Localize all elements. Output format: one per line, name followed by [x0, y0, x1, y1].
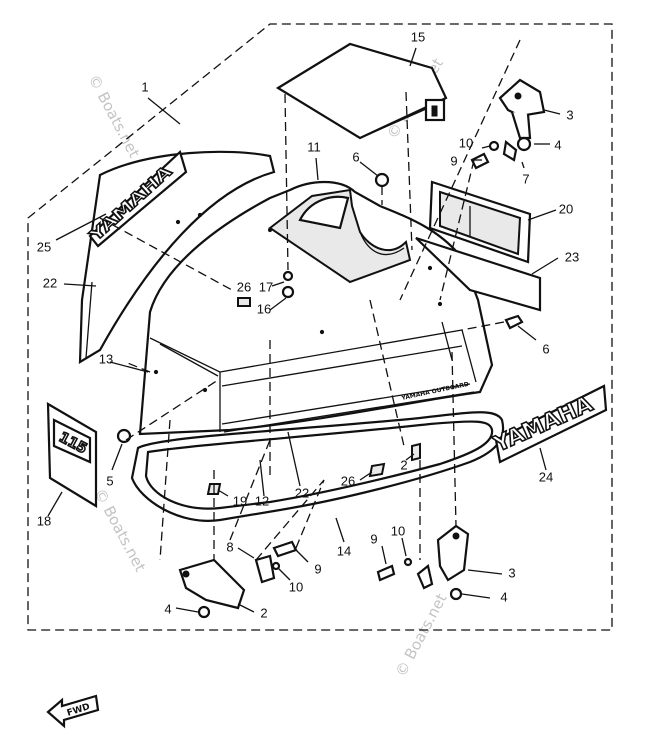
- callout-3-top: 3: [566, 107, 573, 122]
- hp-decal-part-18: 115: [46, 402, 98, 508]
- callout-4-left: 4: [164, 601, 171, 616]
- screw-part-6-right: [504, 314, 524, 330]
- callouts: 1 15 3 10 4 9 7 11 6 20 23 25 22 26 17 1…: [37, 29, 579, 620]
- forward-arrow: FWD: [46, 694, 100, 729]
- callout-8: 8: [226, 539, 233, 554]
- grommets-center: [237, 270, 295, 307]
- watermark-3: © Boats.net: [90, 485, 149, 574]
- callout-23: 23: [565, 249, 579, 264]
- callout-9-left: 9: [314, 561, 321, 576]
- callout-10-top: 10: [459, 135, 473, 150]
- callout-18: 18: [37, 513, 51, 528]
- callout-13: 13: [99, 351, 113, 366]
- watermark-4: © Boats.net: [392, 591, 451, 680]
- callout-17: 17: [259, 279, 273, 294]
- cover-part-23: [415, 236, 542, 312]
- callout-10-right: 10: [391, 523, 405, 538]
- callout-20: 20: [559, 201, 573, 216]
- hardware-top-right: [470, 136, 532, 170]
- hook-bracket-part-2-left: [178, 540, 298, 619]
- callout-6-top: 6: [352, 149, 359, 164]
- watermark-1: © Boats.net: [84, 71, 143, 160]
- grommet-part-5: [116, 428, 132, 444]
- callout-5: 5: [106, 473, 113, 488]
- top-cover-part-15: [275, 42, 448, 140]
- clip-part-2-upper: [411, 442, 421, 462]
- callout-4-bottom: 4: [500, 589, 507, 604]
- callout-26-center: 26: [237, 279, 251, 294]
- callout-9-top: 9: [450, 153, 457, 168]
- assembly-boundary: [27, 23, 613, 631]
- callout-7: 7: [522, 171, 529, 186]
- hinge-bracket-part-3-bottom: [376, 524, 470, 601]
- callout-25: 25: [37, 239, 51, 254]
- plate-part-20: [428, 180, 532, 264]
- top-cowling-body-part-11: YAMAHA OUTBOARD: [138, 181, 494, 447]
- brand-decal-part-24: YAMAHA: [489, 384, 608, 464]
- callout-10-left: 10: [289, 579, 303, 594]
- brand-text-right: YAMAHA: [489, 392, 596, 458]
- callout-2-upper: 2: [400, 457, 407, 472]
- clip-part-26-lower: [368, 462, 386, 478]
- leader-13: [124, 361, 151, 373]
- assembly-lines: [99, 39, 521, 561]
- callout-1: 1: [141, 79, 148, 94]
- callout-16: 16: [257, 301, 271, 316]
- callout-2-lower: 2: [260, 605, 267, 620]
- callout-22-upper: 22: [43, 275, 57, 290]
- callout-14: 14: [337, 543, 351, 558]
- callout-6-right: 6: [542, 341, 549, 356]
- callout-3-bottom: 3: [508, 565, 515, 580]
- leader-lines: [47, 47, 561, 613]
- callout-11: 11: [307, 139, 321, 154]
- callout-22-lower: 22: [295, 485, 309, 500]
- callout-15: 15: [411, 29, 425, 44]
- callout-9-right: 9: [370, 531, 377, 546]
- hinge-bracket-part-3-top: [498, 78, 546, 140]
- callout-12: 12: [255, 493, 269, 508]
- callout-19: 19: [233, 493, 247, 508]
- callout-4-top: 4: [554, 137, 561, 152]
- callout-26-lower: 26: [341, 473, 355, 488]
- callout-24: 24: [539, 469, 553, 484]
